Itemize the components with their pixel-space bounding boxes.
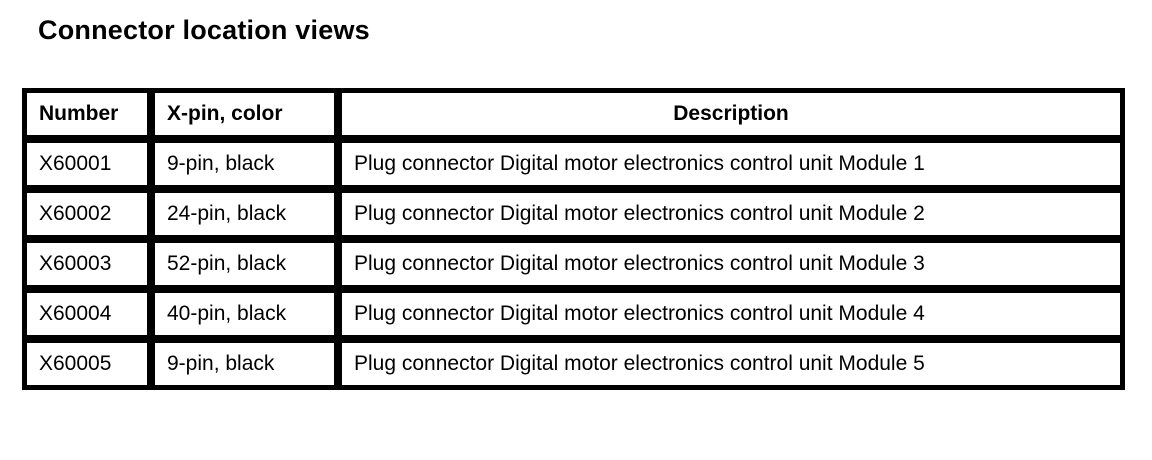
cell-number: X60004 xyxy=(23,289,151,339)
cell-description: Plug connector Digital motor electronics… xyxy=(338,239,1124,289)
table-row: X60003 52-pin, black Plug connector Digi… xyxy=(23,239,1124,289)
cell-description: Plug connector Digital motor electronics… xyxy=(338,339,1124,389)
table-row: X60004 40-pin, black Plug connector Digi… xyxy=(23,289,1124,339)
cell-number: X60002 xyxy=(23,189,151,239)
cell-number: X60003 xyxy=(23,239,151,289)
column-header-description: Description xyxy=(338,89,1124,139)
column-header-number: Number xyxy=(23,89,151,139)
table-row: X60001 9-pin, black Plug connector Digit… xyxy=(23,139,1124,189)
cell-pin-color: 52-pin, black xyxy=(151,239,338,289)
table-header-row: Number X-pin, color Description xyxy=(23,89,1124,139)
table-row: X60005 9-pin, black Plug connector Digit… xyxy=(23,339,1124,389)
cell-pin-color: 40-pin, black xyxy=(151,289,338,339)
cell-pin-color: 9-pin, black xyxy=(151,139,338,189)
table-row: X60002 24-pin, black Plug connector Digi… xyxy=(23,189,1124,239)
cell-pin-color: 9-pin, black xyxy=(151,339,338,389)
cell-number: X60001 xyxy=(23,139,151,189)
column-header-pin-color: X-pin, color xyxy=(151,89,338,139)
cell-description: Plug connector Digital motor electronics… xyxy=(338,289,1124,339)
connector-location-table: Number X-pin, color Description X60001 9… xyxy=(22,88,1125,390)
page-title: Connector location views xyxy=(38,15,370,45)
cell-description: Plug connector Digital motor electronics… xyxy=(338,189,1124,239)
cell-number: X60005 xyxy=(23,339,151,389)
cell-description: Plug connector Digital motor electronics… xyxy=(338,139,1124,189)
cell-pin-color: 24-pin, black xyxy=(151,189,338,239)
